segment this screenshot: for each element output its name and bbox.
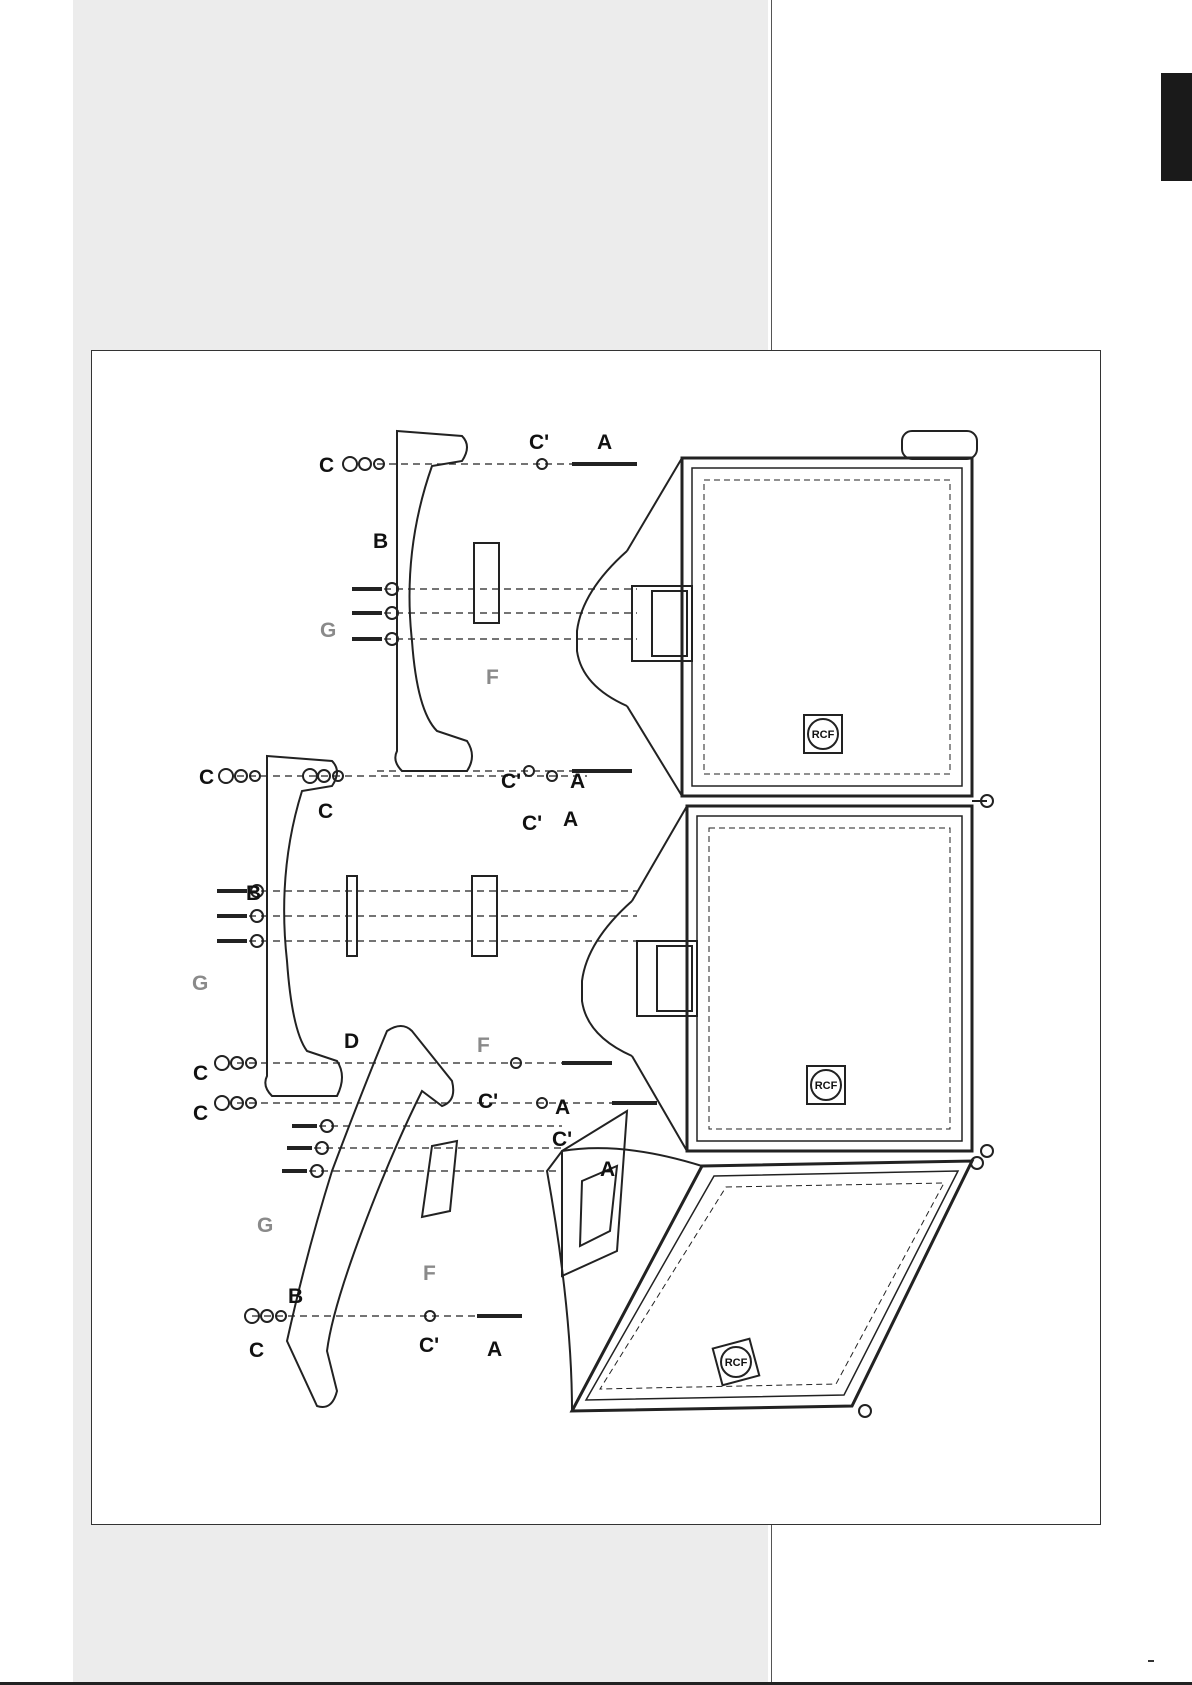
speaker-bottom — [547, 1111, 983, 1417]
label-a: A — [597, 431, 612, 454]
label-c-prime: C' — [501, 770, 521, 793]
label-c: C — [319, 454, 334, 477]
label-c: C — [193, 1062, 208, 1085]
pins-a — [477, 464, 657, 1316]
bracket-b-top — [395, 431, 472, 771]
assembly-guide-lines — [237, 464, 637, 1316]
label-c: C — [193, 1102, 208, 1125]
section-tab-marker — [1161, 73, 1192, 181]
label-g: G — [320, 619, 336, 642]
label-f: F — [423, 1262, 436, 1285]
screws-g — [217, 583, 398, 1177]
label-a: A — [563, 808, 578, 831]
label-b: B — [246, 882, 261, 905]
part-labels: A C' C B G F C' A C C A C' B G D F C C' … — [192, 431, 615, 1362]
label-c-prime: C' — [552, 1128, 572, 1151]
label-c-prime: C' — [522, 812, 542, 835]
label-b: B — [288, 1285, 303, 1308]
label-a: A — [555, 1096, 570, 1119]
label-a: A — [600, 1158, 615, 1181]
label-c: C — [199, 766, 214, 789]
washers-c-prime — [425, 459, 557, 1321]
label-a: A — [570, 770, 585, 793]
rcf-badge-text-middle: RCF — [815, 1080, 838, 1092]
rcf-badge-text-bottom: RCF — [725, 1357, 748, 1369]
label-f: F — [486, 666, 499, 689]
block-f-top — [474, 543, 499, 623]
label-g: G — [192, 972, 208, 995]
assembly-diagram: RCF RCF RCF A C' C B G F C' A C C A C' B… — [92, 351, 1100, 1524]
label-c: C — [318, 800, 333, 823]
label-d: D — [344, 1030, 359, 1053]
label-f: F — [477, 1034, 490, 1057]
label-g: G — [257, 1214, 273, 1237]
label-c-prime: C' — [478, 1090, 498, 1113]
label-c-prime: C' — [419, 1334, 439, 1357]
block-f-bottom — [422, 1141, 457, 1217]
label-c: C — [249, 1339, 264, 1362]
corner-mark — [1148, 1660, 1154, 1662]
assembly-figure: RCF RCF RCF A C' C B G F C' A C C A C' B… — [91, 350, 1101, 1525]
label-c-prime: C' — [529, 431, 549, 454]
speaker-top — [577, 431, 993, 807]
label-b: B — [373, 530, 388, 553]
label-a: A — [487, 1338, 502, 1361]
rcf-badge-text-top: RCF — [812, 729, 835, 741]
